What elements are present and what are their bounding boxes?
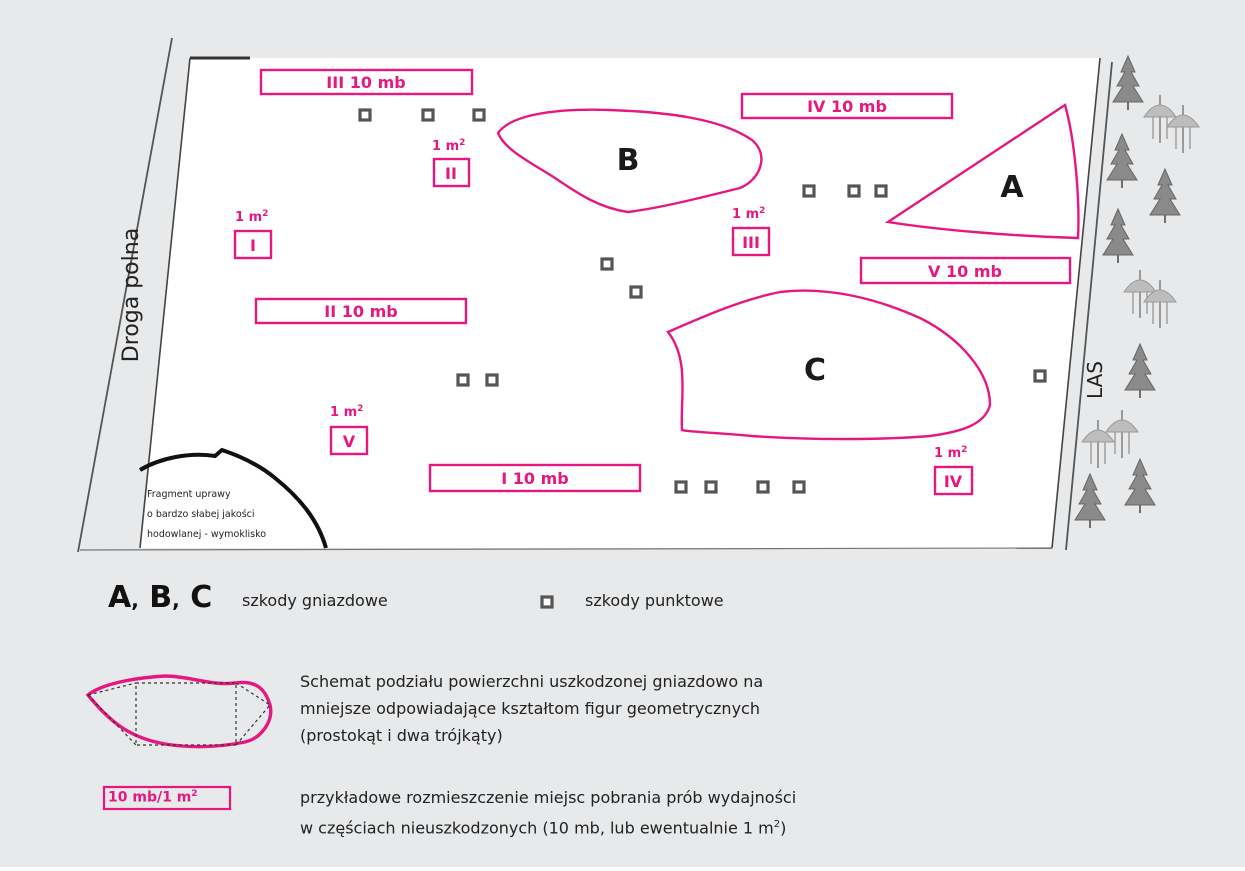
legend-scheme-text: Schemat podziału powierzchni uszkodzonej… [300, 668, 763, 749]
square-unit: 1 m2 [934, 445, 967, 461]
square-sample-iii: 1 m2 III [731, 206, 771, 257]
legend-nest-damage: szkody gniazdowe [242, 591, 388, 610]
nest-area-b [496, 108, 763, 214]
legend-point-damage: szkody punktowe [585, 591, 724, 610]
point-damage-icon [629, 285, 643, 299]
point-damage-icon [421, 108, 435, 122]
legend-c: C [190, 580, 213, 615]
square-id: V [343, 432, 356, 451]
fragment-note-2: o bardzo słabej jakości [147, 509, 255, 520]
square-id: II [445, 164, 457, 183]
legend-sample-text: przykładowe rozmieszczenie miejsc pobran… [300, 784, 796, 841]
point-damage-icon [358, 108, 372, 122]
nest-label-b: B [617, 143, 640, 178]
point-damage-icon [600, 257, 614, 271]
point-damage-icon [472, 108, 486, 122]
strip-sample-iv: IV 10 mb [740, 92, 954, 120]
strip-sample-iii: III 10 mb [259, 68, 474, 96]
square-unit: 1 m2 [330, 404, 363, 420]
legend-sample-box [102, 785, 232, 811]
legend-b: B [149, 580, 173, 615]
square-id: III [742, 233, 760, 252]
square-unit: 1 m2 [235, 209, 268, 225]
strip-label: II 10 mb [324, 302, 397, 321]
field-area [140, 58, 1100, 548]
strip-sample-ii: II 10 mb [254, 297, 468, 325]
nest-label-c: C [804, 353, 826, 388]
sample-line-1: przykładowe rozmieszczenie miejsc pobran… [300, 788, 797, 807]
square-id: I [250, 236, 256, 255]
forest-edge-line [1065, 61, 1113, 551]
point-damage-icon [1033, 369, 1047, 383]
legend-sample-box-label: 10 mb/1 m2 [108, 789, 198, 806]
square-sample-v: 1 m2 V [329, 404, 369, 456]
forest-label: LAS [1083, 361, 1107, 399]
point-damage-icon [704, 480, 718, 494]
square-sample-iv: 1 m2 IV [933, 445, 974, 496]
strip-label: IV 10 mb [807, 97, 887, 116]
sample-line-2: w częściach nieuszkodzonych (10 mb, lub … [300, 818, 787, 838]
point-damage-icon [874, 184, 888, 198]
legend-scheme-figure [85, 674, 273, 749]
scheme-line: mniejsze odpowiadające kształtom figur g… [300, 699, 760, 718]
point-damage-icon [456, 373, 470, 387]
strip-label: V 10 mb [928, 262, 1002, 281]
point-damage-icon [792, 480, 806, 494]
strip-sample-v: V 10 mb [859, 256, 1072, 285]
fragment-note-1: Fragment uprawy [147, 489, 231, 500]
square-sample-ii: 1 m2 II [432, 138, 471, 188]
legend-sep: , [131, 588, 139, 612]
legend-sep: , [172, 588, 180, 612]
nest-label-a: A [1000, 170, 1024, 205]
square-unit: 1 m2 [432, 138, 465, 154]
legend-abc: A, B, C [108, 580, 212, 615]
point-damage-icon [847, 184, 861, 198]
strip-label: III 10 mb [326, 73, 405, 92]
road-line-outer [77, 37, 173, 553]
point-damage-icon [674, 480, 688, 494]
strip-label: I 10 mb [501, 469, 568, 488]
nest-area-a [884, 103, 1080, 240]
wetland-boundary [138, 447, 328, 549]
fragment-note-3: hodowlanej - wymoklisko [147, 529, 266, 540]
legend-a: A [108, 580, 132, 615]
square-outline-icon [540, 595, 554, 609]
point-damage-icon [802, 184, 816, 198]
road-label: Droga polna [119, 228, 144, 362]
square-id: IV [944, 472, 963, 491]
nest-area-c [666, 289, 992, 441]
square-sample-i: 1 m2 I [233, 209, 273, 260]
point-damage-icon [485, 373, 499, 387]
point-damage-icon [756, 480, 770, 494]
scheme-line: Schemat podziału powierzchni uszkodzonej… [300, 672, 764, 691]
scheme-line: (prostokąt i dwa trójkąty) [300, 726, 503, 745]
square-unit: 1 m2 [732, 206, 765, 222]
strip-sample-i: I 10 mb [428, 463, 642, 493]
